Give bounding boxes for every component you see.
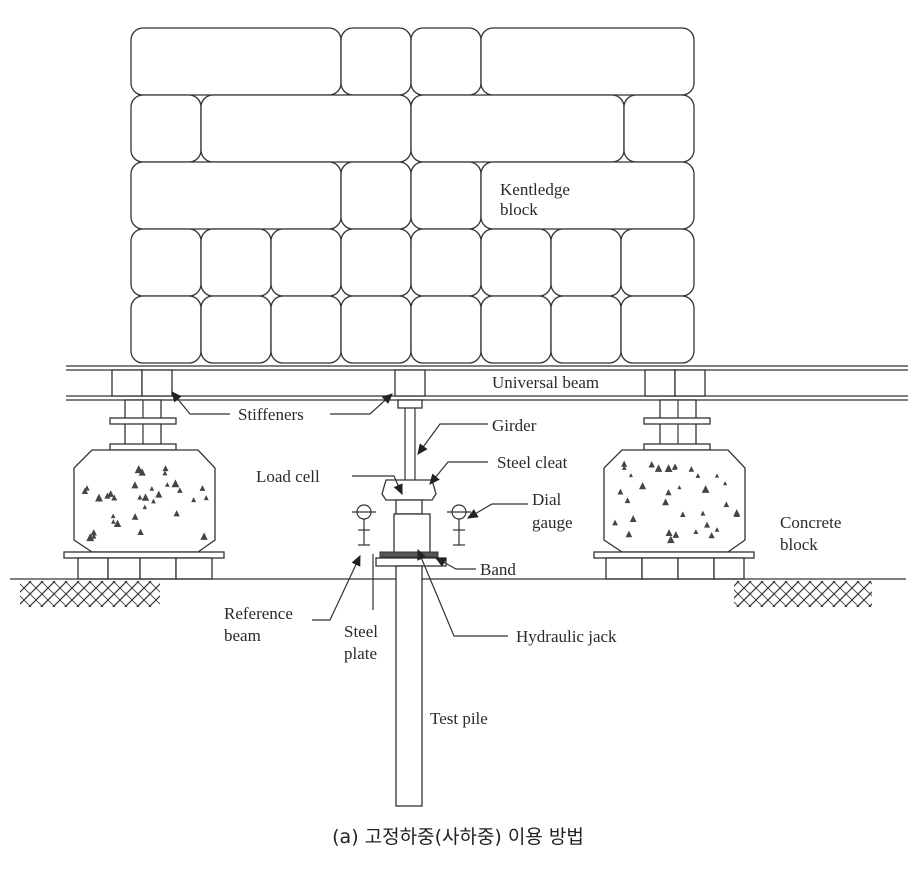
aggregate-speckle <box>90 529 97 536</box>
aggregate-speckle <box>734 512 740 518</box>
aggregate-speckle <box>151 498 156 504</box>
aggregate-speckle <box>111 519 116 524</box>
aggregate-speckle <box>662 498 669 506</box>
kentledge-stack <box>130 27 695 364</box>
aggregate-speckle <box>714 527 720 532</box>
aggregate-speckle <box>191 497 197 503</box>
aggregate-speckle <box>704 521 711 528</box>
aggregate-speckle <box>162 470 168 476</box>
aggregate-speckle <box>110 513 116 519</box>
aggregate-speckle <box>86 533 95 542</box>
aggregate-speckle <box>621 465 627 470</box>
aggregate-speckle <box>625 530 633 538</box>
aggregate-speckle <box>142 504 148 510</box>
aggregate-speckle <box>714 473 720 478</box>
reference-beam-label-1: Reference <box>224 604 293 623</box>
reference-beam-label-2: beam <box>224 626 261 645</box>
aggregate-speckle <box>617 488 624 495</box>
aggregate-speckle <box>624 497 631 504</box>
concrete-block-label-1: Concrete <box>780 513 841 532</box>
concrete-speckles <box>81 460 741 544</box>
ground <box>10 578 906 607</box>
aggregate-speckle <box>162 465 169 472</box>
aggregate-speckle <box>665 529 673 537</box>
aggregate-speckle <box>693 529 699 535</box>
dial-gauge-right <box>447 504 471 546</box>
aggregate-speckle <box>612 519 618 526</box>
dial-gauge-label-2: gauge <box>532 513 573 532</box>
hydraulic-jack-label: Hydraulic jack <box>516 627 617 646</box>
load-cell-label: Load cell <box>256 467 320 486</box>
dial-gauge-left <box>352 504 376 546</box>
aggregate-speckle <box>629 515 637 522</box>
aggregate-speckle <box>104 492 111 499</box>
aggregate-speckle <box>648 461 655 468</box>
steel-cleat-label: Steel cleat <box>497 453 568 472</box>
aggregate-speckle <box>664 464 673 472</box>
aggregate-speckle <box>138 468 146 476</box>
aggregate-speckle <box>621 460 628 467</box>
aggregate-speckle <box>700 510 706 516</box>
aggregate-speckle <box>155 490 163 498</box>
kentledge-label-2: block <box>500 200 538 219</box>
aggregate-speckle <box>667 535 675 544</box>
aggregate-speckle <box>723 501 730 508</box>
aggregate-speckle <box>171 479 180 488</box>
aggregate-speckle <box>701 485 710 493</box>
aggregate-speckle <box>107 490 115 497</box>
aggregate-speckle <box>654 464 663 472</box>
figure-caption: (a) 고정하중(사하중) 이용 방법 <box>332 826 584 848</box>
aggregate-speckle <box>628 473 633 478</box>
aggregate-speckle <box>134 465 143 474</box>
kentledge-label-1: Kentledge <box>500 180 570 199</box>
aggregate-speckle <box>680 511 686 517</box>
aggregate-speckle <box>708 532 715 539</box>
aggregate-speckle <box>81 487 89 494</box>
aggregate-speckle <box>137 528 144 535</box>
aggregate-speckle <box>671 464 678 470</box>
aggregate-speckle <box>113 519 122 528</box>
aggregate-speckle <box>91 533 97 539</box>
aggregate-speckle <box>137 494 143 500</box>
dial-gauge-label-1: Dial <box>532 490 562 509</box>
aggregate-speckle <box>131 513 139 520</box>
aggregate-speckle <box>164 482 170 487</box>
aggregate-speckle <box>665 489 672 496</box>
aggregate-speckle <box>723 481 728 486</box>
steel-plate-label-2: plate <box>344 644 377 663</box>
aggregate-speckle <box>131 481 139 489</box>
aggregate-speckle <box>638 482 647 490</box>
stiffeners-label: Stiffeners <box>238 405 304 424</box>
aggregate-speckle <box>688 466 695 472</box>
aggregate-speckle <box>141 493 150 501</box>
test-pile-label: Test pile <box>430 709 488 728</box>
leader-lines <box>171 391 528 637</box>
aggregate-speckle <box>177 487 183 493</box>
concrete-block-label-2: block <box>780 535 818 554</box>
aggregate-speckle <box>695 473 701 478</box>
load-train <box>375 399 447 807</box>
aggregate-speckle <box>200 532 208 540</box>
girder-label: Girder <box>492 416 537 435</box>
universal-beam <box>66 365 908 401</box>
aggregate-speckle <box>677 485 682 490</box>
aggregate-speckle <box>672 531 680 538</box>
universal-beam-label: Universal beam <box>492 373 599 392</box>
aggregate-speckle <box>199 485 206 491</box>
right-support <box>593 399 755 580</box>
aggregate-speckle <box>203 495 209 501</box>
steel-plate-label-1: Steel <box>344 622 378 641</box>
aggregate-speckle <box>149 486 155 491</box>
aggregate-speckle <box>95 493 103 502</box>
aggregate-speckle <box>173 510 180 517</box>
band-label: Band <box>480 560 516 579</box>
aggregate-speckle <box>111 494 118 501</box>
